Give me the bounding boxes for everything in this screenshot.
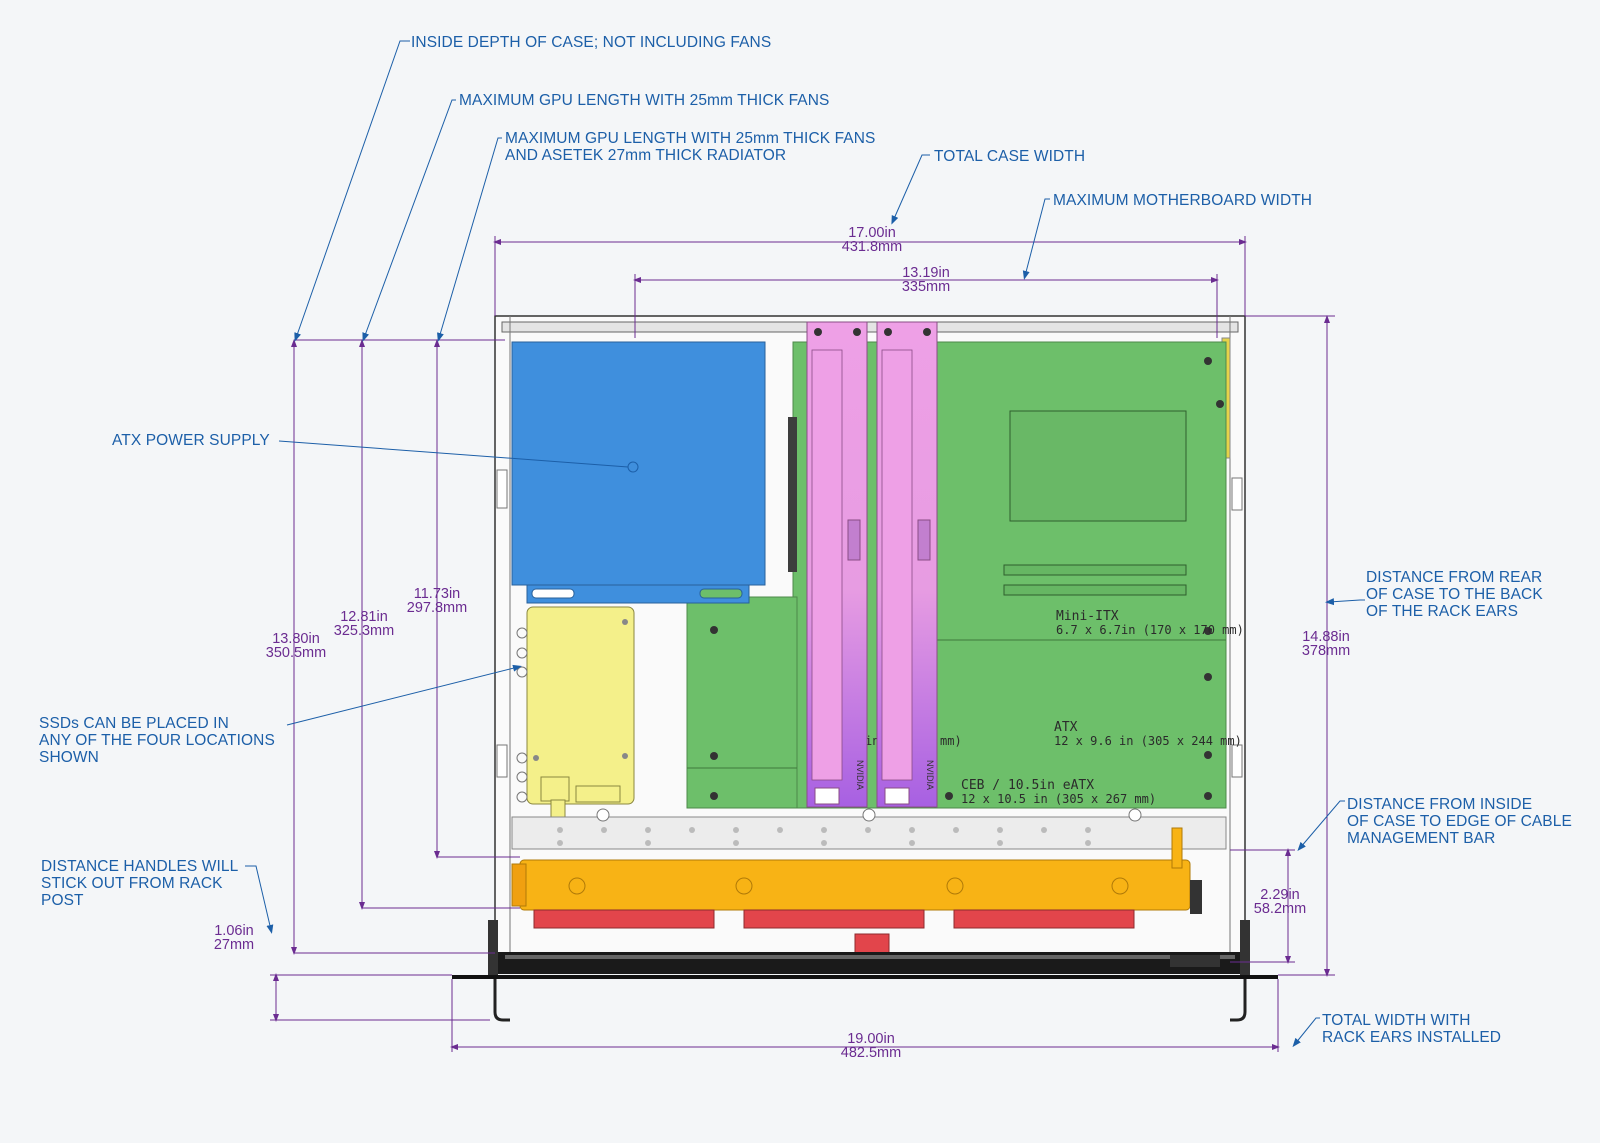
label-cable-1: DISTANCE FROM INSIDE bbox=[1347, 796, 1533, 813]
dim-rear-depth-mm: 378mm bbox=[1301, 643, 1351, 659]
dim-rear-depth-in: 14.88in bbox=[1302, 629, 1350, 645]
label-rear-1: DISTANCE FROM REAR bbox=[1366, 569, 1543, 586]
label-ssd-3: SHOWN bbox=[39, 749, 99, 766]
front-panel bbox=[452, 920, 1278, 1022]
label-max-mobo-width: MAXIMUM MOTHERBOARD WIDTH bbox=[1053, 192, 1313, 209]
dim-cable-bar-mm: 58.2mm bbox=[1253, 901, 1307, 917]
label-rear-3: OF THE RACK EARS bbox=[1366, 603, 1519, 620]
ceb-title: CEB / 10.5in eATX bbox=[961, 778, 1094, 793]
dim-gpu-length-in: 12.81in bbox=[340, 609, 388, 625]
dim-gpu-length-mm: 325.3mm bbox=[333, 623, 395, 639]
label-total-ears-2: RACK EARS INSTALLED bbox=[1322, 1029, 1502, 1046]
miniitx-size: 6.7 x 6.7in (170 x 170 mm) bbox=[1056, 623, 1244, 637]
atx-size: 12 x 9.6 in (305 x 244 mm) bbox=[1054, 734, 1242, 748]
dim-inside-depth: 13.80in 350.5mm bbox=[256, 631, 336, 661]
atx-title: ATX bbox=[1054, 720, 1078, 735]
label-ssd-2: ANY OF THE FOUR LOCATIONS bbox=[39, 732, 275, 749]
dim-gpu-length-radiator: 11.73in 297.8mm bbox=[397, 586, 477, 616]
leader-lines bbox=[245, 40, 1365, 1048]
dimension-lines bbox=[270, 236, 1335, 1052]
dim-case-width: 17.00in 431.8mm bbox=[832, 225, 912, 255]
cable-management-bar bbox=[511, 808, 1227, 850]
dim-handles-mm: 27mm bbox=[213, 937, 255, 953]
gpu-right: NVIDIA bbox=[876, 321, 938, 808]
ceb-size: 12 x 10.5 in (305 x 267 mm) bbox=[961, 792, 1156, 806]
label-total-case-width: TOTAL CASE WIDTH bbox=[934, 148, 1086, 165]
obscured-text-mm: mm) bbox=[940, 734, 962, 748]
dim-mobo-width: 13.19in 335mm bbox=[886, 265, 966, 295]
dim-gpu-length-radiator-in: 11.73in bbox=[413, 586, 461, 602]
dim-mobo-width-mm: 335mm bbox=[901, 279, 951, 295]
dim-handles: 1.06in 27mm bbox=[194, 923, 274, 953]
label-ssd-1: SSDs CAN BE PLACED IN bbox=[39, 715, 229, 732]
label-total-ears-1: TOTAL WIDTH WITH bbox=[1322, 1012, 1471, 1029]
dim-case-width-in: 17.00in bbox=[848, 225, 896, 241]
label-inside-depth: INSIDE DEPTH OF CASE; NOT INCLUDING FANS bbox=[411, 34, 772, 51]
gpu-brand-right: NVIDIA bbox=[925, 760, 935, 790]
dim-rear-depth: 14.88in 378mm bbox=[1286, 629, 1366, 659]
dim-case-width-mm: 431.8mm bbox=[841, 239, 903, 255]
label-rear-2: OF CASE TO THE BACK bbox=[1366, 586, 1543, 603]
label-handles-3: POST bbox=[41, 892, 84, 909]
label-cable-3: MANAGEMENT BAR bbox=[1347, 830, 1496, 847]
label-cable-2: OF CASE TO EDGE OF CABLE bbox=[1347, 813, 1572, 830]
dim-mobo-width-in: 13.19in bbox=[902, 265, 950, 281]
gpu-left: NVIDIA bbox=[806, 321, 868, 808]
dim-gpu-length: 12.81in 325.3mm bbox=[324, 609, 404, 639]
miniitx-title: Mini-ITX bbox=[1056, 609, 1119, 624]
atx-power-supply bbox=[511, 341, 766, 604]
label-atx-psu: ATX POWER SUPPLY bbox=[112, 432, 270, 449]
label-gpu-length: MAXIMUM GPU LENGTH WITH 25mm THICK FANS bbox=[459, 92, 830, 109]
radiator bbox=[511, 827, 1202, 914]
dim-inside-depth-in: 13.80in bbox=[272, 631, 320, 647]
dim-total-ears: 19.00in 482.5mm bbox=[826, 1031, 916, 1061]
dim-total-ears-in: 19.00in bbox=[847, 1031, 895, 1047]
dim-handles-in: 1.06in bbox=[214, 923, 254, 939]
gpu-brand-left: NVIDIA bbox=[855, 760, 865, 790]
dim-total-ears-mm: 482.5mm bbox=[840, 1045, 902, 1061]
dim-cable-bar: 2.29in 58.2mm bbox=[1240, 887, 1320, 917]
label-handles-2: STICK OUT FROM RACK bbox=[41, 875, 223, 892]
ssd-drive bbox=[516, 606, 635, 821]
label-gpu-length-radiator-2: AND ASETEK 27mm THICK RADIATOR bbox=[505, 147, 787, 164]
label-handles-1: DISTANCE HANDLES WILL bbox=[41, 858, 239, 875]
obscured-text-in: in bbox=[865, 734, 879, 748]
dim-gpu-length-radiator-mm: 297.8mm bbox=[406, 600, 468, 616]
dim-inside-depth-mm: 350.5mm bbox=[265, 645, 327, 661]
label-gpu-length-radiator-1: MAXIMUM GPU LENGTH WITH 25mm THICK FANS bbox=[505, 130, 876, 147]
dim-cable-bar-in: 2.29in bbox=[1260, 887, 1300, 903]
